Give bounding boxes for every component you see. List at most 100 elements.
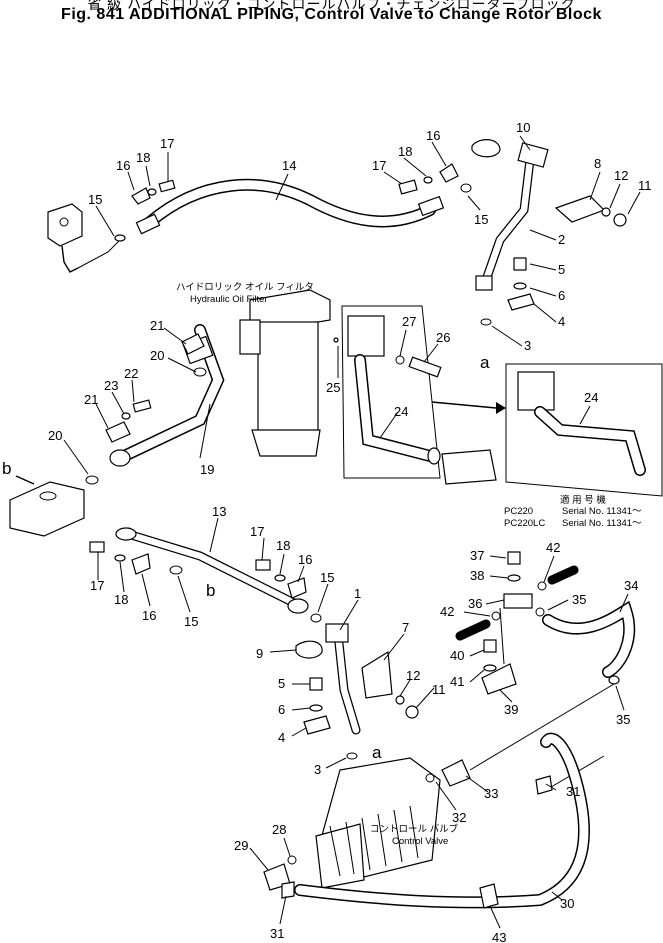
callout-17-d: 17 bbox=[250, 524, 264, 539]
callout-15-b: 15 bbox=[474, 212, 488, 227]
washer-41 bbox=[483, 664, 497, 672]
o-ring-3-mid bbox=[346, 752, 358, 760]
detail-box bbox=[505, 363, 663, 497]
callout-29: 29 bbox=[234, 838, 248, 853]
callout-16-d: 16 bbox=[298, 552, 312, 567]
callout-23: 23 bbox=[104, 378, 118, 393]
tube-42-b bbox=[455, 619, 491, 641]
o-ring-27 bbox=[395, 355, 405, 365]
callout-26: 26 bbox=[436, 330, 450, 345]
callout-35-b: 35 bbox=[616, 712, 630, 727]
callout-3-b: 3 bbox=[314, 762, 321, 777]
clamp-31-a bbox=[281, 881, 295, 899]
leader-lines bbox=[63, 135, 641, 929]
callout-15-d: 15 bbox=[320, 570, 334, 585]
callout-20-b: 20 bbox=[48, 428, 62, 443]
o-ring-42-a bbox=[537, 581, 547, 591]
callout-16-c: 16 bbox=[142, 608, 156, 623]
ref-a-top: a bbox=[480, 353, 490, 372]
callout-13: 13 bbox=[212, 504, 226, 519]
bolt-17-c bbox=[89, 541, 105, 553]
callout-15-a: 15 bbox=[88, 192, 102, 207]
callout-17-a: 17 bbox=[160, 136, 174, 151]
callout-27: 27 bbox=[402, 314, 416, 329]
filter-label-jp: ハイドロリック オイル フィルタ bbox=[176, 282, 314, 293]
callout-12-b: 12 bbox=[406, 668, 420, 683]
callout-43: 43 bbox=[492, 930, 506, 943]
bolt-37 bbox=[507, 551, 521, 565]
hose-34 bbox=[542, 600, 636, 678]
flange-16-a bbox=[131, 187, 151, 205]
o-ring-42-b bbox=[491, 611, 501, 621]
callout-11-b: 11 bbox=[432, 682, 446, 697]
detail-arrow bbox=[431, 401, 497, 409]
washer-18-c bbox=[114, 554, 126, 562]
bolt-5-mid bbox=[309, 677, 323, 691]
callout-8: 8 bbox=[594, 156, 601, 171]
bracket-7 bbox=[361, 650, 393, 699]
callout-17-c: 17 bbox=[90, 578, 104, 593]
washer-38 bbox=[507, 574, 521, 582]
washer-6-top bbox=[513, 282, 527, 290]
bolt-17-a bbox=[158, 179, 176, 193]
callout-3-a: 3 bbox=[524, 338, 531, 353]
callout-12-a: 12 bbox=[614, 168, 628, 183]
flange-16-d bbox=[287, 577, 307, 599]
valve-label-jp: コントロール バルブ bbox=[370, 823, 459, 835]
clamp-10 bbox=[471, 139, 501, 158]
serial-text-2: Serial No. 11341～ bbox=[562, 518, 642, 529]
washer-18-d bbox=[274, 574, 286, 582]
callout-6-a: 6 bbox=[558, 288, 565, 303]
callout-7: 7 bbox=[402, 620, 409, 635]
block-b bbox=[9, 481, 85, 537]
serial-model-1: PC220 bbox=[504, 506, 533, 517]
callout-18-b: 18 bbox=[398, 144, 412, 159]
callout-21-a: 21 bbox=[150, 318, 164, 333]
pipe-24-main bbox=[347, 315, 441, 465]
washer-12-top bbox=[601, 207, 611, 217]
elbow-33 bbox=[441, 759, 471, 787]
callout-42-b: 42 bbox=[546, 540, 560, 555]
pipe-19 bbox=[109, 324, 225, 467]
filter-label-en: Hydraulic Oil Filter bbox=[190, 294, 268, 305]
callout-30: 30 bbox=[560, 896, 574, 911]
callout-22: 22 bbox=[124, 366, 138, 381]
washer-18-b bbox=[423, 176, 433, 184]
o-ring-15-d bbox=[310, 613, 322, 623]
bracket-39 bbox=[481, 663, 517, 695]
pipe-1 bbox=[325, 623, 361, 735]
control-valve bbox=[315, 757, 441, 889]
elbow-24 bbox=[441, 449, 497, 485]
hose-30 bbox=[294, 732, 590, 909]
callout-41: 41 bbox=[450, 674, 464, 689]
bolt-22 bbox=[132, 399, 152, 413]
callout-10: 10 bbox=[516, 120, 530, 135]
callout-40: 40 bbox=[450, 648, 464, 663]
callout-15-c: 15 bbox=[184, 614, 198, 629]
callout-9: 9 bbox=[256, 646, 263, 661]
bolt-40 bbox=[483, 639, 497, 653]
ref-a-mid: a bbox=[372, 743, 382, 762]
serial-text-1: Serial No. 11341～ bbox=[562, 506, 642, 517]
ref-b-left: b bbox=[2, 459, 11, 478]
washer-6-mid bbox=[309, 704, 323, 712]
flange-21-a bbox=[181, 333, 205, 355]
callout-11-a: 11 bbox=[638, 178, 652, 193]
o-ring-20-a bbox=[193, 367, 207, 377]
block-upper-left bbox=[47, 203, 126, 273]
callout-39: 39 bbox=[504, 702, 518, 717]
hydraulic-oil-filter bbox=[239, 289, 331, 457]
flange-4-top bbox=[507, 293, 535, 311]
flange-16-b bbox=[439, 163, 459, 183]
o-ring-35-a bbox=[535, 607, 545, 617]
o-ring-35-b bbox=[608, 675, 620, 685]
bolt-17-d bbox=[255, 559, 271, 571]
callout-24-a: 24 bbox=[394, 404, 408, 419]
callout-35-a: 35 bbox=[572, 592, 586, 607]
o-ring-3-top bbox=[480, 318, 492, 326]
callout-box-1 bbox=[341, 305, 441, 479]
part-25 bbox=[333, 337, 339, 343]
callout-18-a: 18 bbox=[136, 150, 150, 165]
callout-31-a: 31 bbox=[566, 784, 580, 799]
flange-21-b bbox=[105, 421, 131, 443]
